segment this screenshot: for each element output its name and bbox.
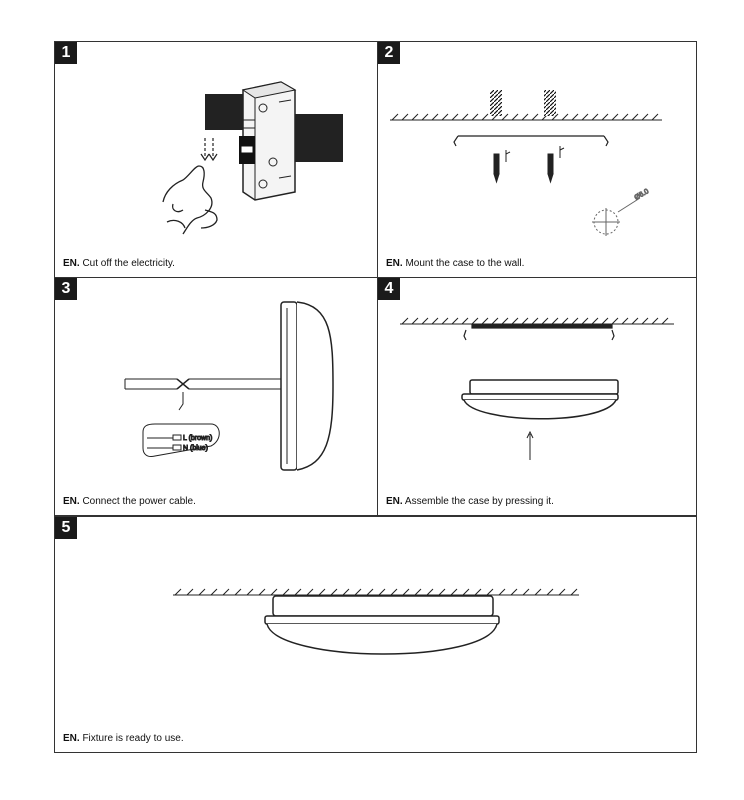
drill-hole-diagram: Ø6.0 — [592, 188, 651, 236]
step-caption: EN. Connect the power cable. — [63, 496, 196, 507]
language-tag: EN. — [386, 496, 403, 507]
step-panel-4: 4 EN. Assemble the case by pressing it. — [377, 277, 697, 516]
hole-size-label: Ø6.0 — [634, 188, 651, 202]
down-arrows — [200, 138, 218, 162]
step-number: 2 — [378, 42, 400, 64]
language-tag: EN. — [63, 258, 80, 269]
wall-plug-icon — [490, 90, 556, 116]
step-number: 4 — [378, 278, 400, 300]
circuit-breaker-illustration — [162, 81, 343, 235]
step-panel-2: 2 — [377, 41, 697, 278]
mounting-bracket — [453, 135, 609, 147]
ceiling-light-icon — [280, 301, 334, 471]
step-panel-5: 5 EN. Fixture is ready to use. — [54, 516, 697, 753]
step-caption: EN. Cut off the electricity. — [63, 258, 175, 269]
language-tag: EN. — [63, 733, 80, 744]
step-text: Fixture is ready to use. — [82, 733, 184, 744]
ceiling-hatch — [400, 317, 674, 325]
mount-illustration: Ø6.0 — [390, 90, 662, 236]
live-wire-label: L (brown) — [183, 435, 212, 442]
step-text: Cut off the electricity. — [82, 258, 175, 269]
up-arrow-icon — [526, 430, 534, 460]
ceiling-hatch — [173, 588, 579, 596]
step-text: Connect the power cable. — [82, 496, 196, 507]
step-text: Assemble the case by pressing it. — [404, 496, 554, 507]
finished-illustration — [173, 588, 579, 655]
rail-band-right — [295, 114, 343, 162]
neutral-wire-label: N (blue) — [183, 445, 208, 452]
mounting-bracket — [463, 324, 615, 341]
ceiling-light-icon — [264, 595, 500, 655]
language-tag: EN. — [386, 258, 403, 269]
step-caption: EN. Mount the case to the wall. — [386, 258, 524, 269]
step-panel-1: 1 — [54, 41, 378, 278]
pointing-hand-icon — [162, 165, 218, 235]
language-tag: EN. — [63, 496, 80, 507]
step-caption: EN. Fixture is ready to use. — [63, 733, 184, 744]
step-panel-3: 3 L (brown) N (blue) EN. Conne — [54, 277, 378, 516]
wiring-illustration: L (brown) N (blue) — [124, 301, 334, 471]
power-cable — [124, 378, 281, 411]
step-number: 5 — [55, 517, 77, 539]
screw-icon — [493, 146, 565, 184]
step-caption: EN. Assemble the case by pressing it. — [386, 496, 554, 507]
ceiling-hatch — [390, 113, 662, 121]
rail-band-left — [205, 94, 247, 130]
ceiling-light-icon — [461, 379, 619, 420]
step-number: 3 — [55, 278, 77, 300]
step-text: Mount the case to the wall. — [405, 258, 525, 269]
step-number: 1 — [55, 42, 77, 64]
circuit-breaker-icon — [239, 81, 297, 201]
assemble-illustration — [400, 317, 674, 460]
terminal-block: L (brown) N (blue) — [142, 423, 220, 457]
